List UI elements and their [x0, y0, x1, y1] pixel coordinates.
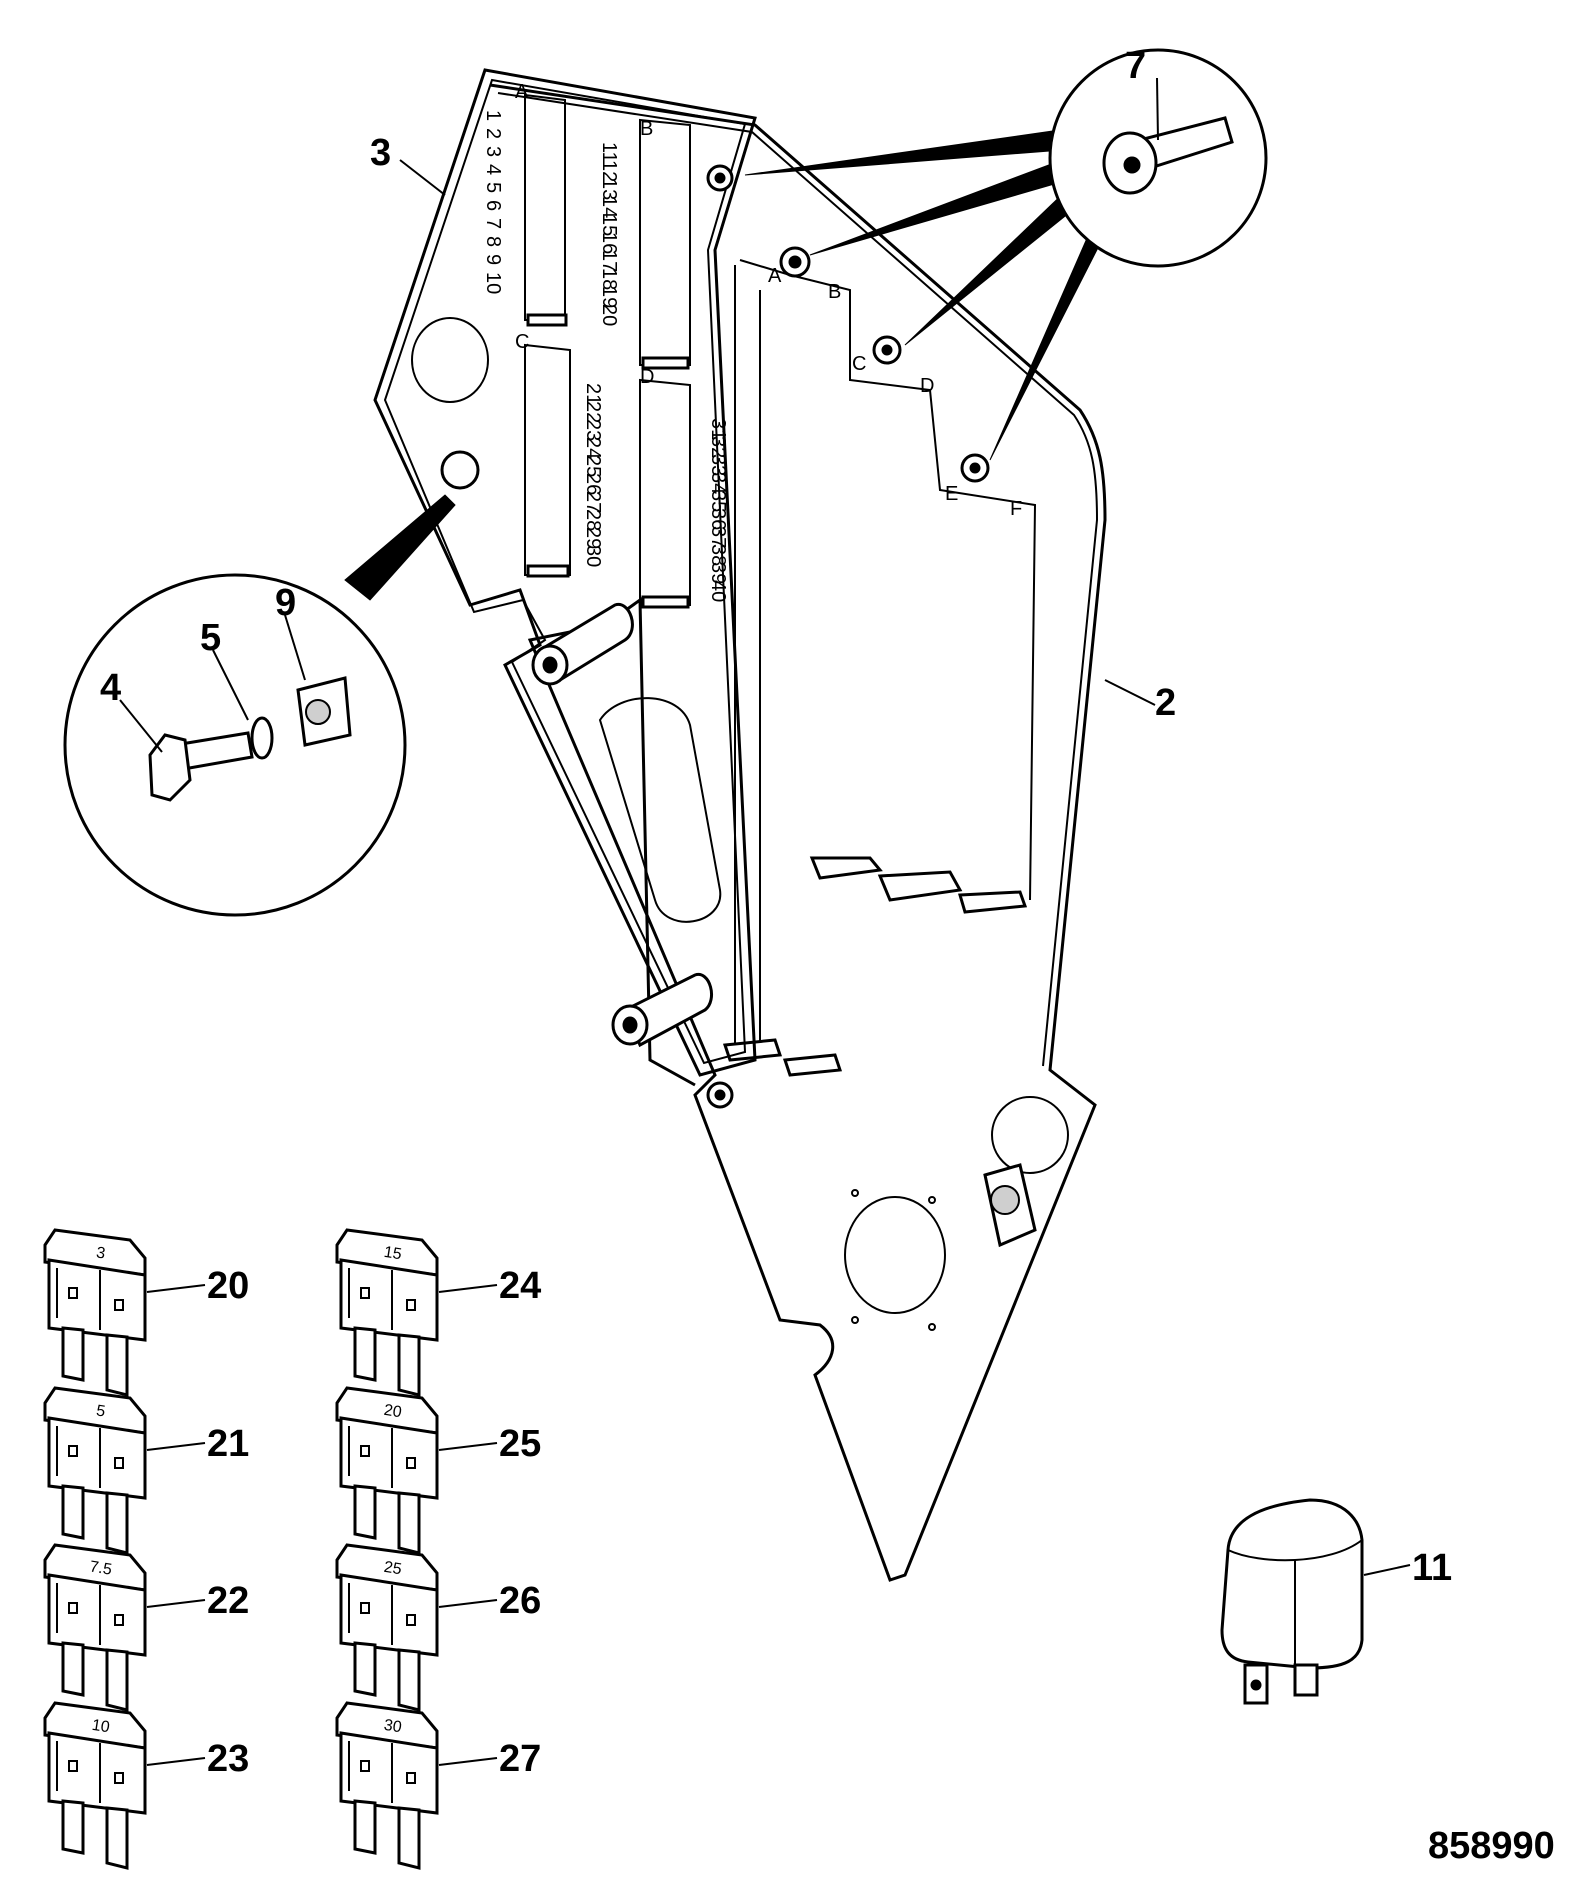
relay-mounting-nuts	[706, 164, 990, 483]
fuse-callout: 26	[499, 1580, 541, 1622]
blade-fuse: 3 20	[43, 1228, 249, 1397]
slot-number: 5	[482, 182, 504, 193]
slot-number: 2	[482, 128, 504, 139]
slot-number: 3	[482, 146, 504, 157]
fuse-rating-label: 5	[95, 1402, 107, 1420]
slot-number: 25	[582, 455, 604, 477]
relay	[1220, 1498, 1364, 1705]
block-label-d: D	[640, 366, 654, 388]
panel-label-c: C	[852, 353, 866, 375]
slot-number: 24	[582, 437, 604, 459]
slot-number: 17	[598, 250, 620, 272]
slot-number: 12	[598, 160, 620, 182]
block-label-c: C	[515, 331, 529, 353]
slot-number: 31	[707, 418, 729, 440]
fuse-rating-label: 20	[383, 1402, 403, 1422]
slot-number: 21	[582, 383, 604, 405]
blade-fuse: 30 27	[335, 1701, 541, 1870]
slot-number: 11	[598, 142, 620, 163]
slot-number: 32	[707, 436, 729, 458]
fuse-callout: 24	[499, 1265, 541, 1307]
slot-number: 34	[707, 472, 729, 494]
slot-number: 27	[582, 491, 604, 513]
fuse-rating-label: 7.5	[88, 1558, 113, 1578]
callout-7: 7	[1125, 45, 1146, 87]
block-label-a: A	[515, 81, 529, 103]
slot-number: 1	[482, 110, 504, 121]
fuse-rating-label: 30	[383, 1717, 403, 1737]
slot-number: 7	[482, 218, 504, 229]
slot-number: 23	[582, 419, 604, 441]
mounting-plate	[489, 83, 1107, 1582]
slot-number: 4	[482, 164, 504, 175]
callout-3: 3	[370, 132, 391, 174]
fuse-callout: 23	[207, 1738, 249, 1780]
slot-numbers-block-a: 1 2 3 4 5 6 7 8 9 10	[482, 110, 504, 294]
slot-number: 26	[582, 473, 604, 495]
panel-label-e: E	[945, 483, 958, 505]
slot-number: 33	[707, 454, 729, 476]
slot-number: 18	[598, 268, 620, 290]
panel-label-f: F	[1010, 498, 1022, 520]
slot-number: 10	[482, 272, 504, 294]
panel-label-b: B	[828, 281, 841, 303]
slot-number: 30	[582, 545, 604, 567]
slot-number: 15	[598, 214, 620, 236]
slot-number: 6	[482, 200, 504, 211]
slot-number: 37	[707, 526, 729, 548]
fuse-rating-label: 3	[95, 1244, 107, 1262]
panel-label-d: D	[920, 375, 934, 397]
callout-2: 2	[1155, 682, 1176, 724]
slot-number: 39	[707, 562, 729, 584]
callout-5: 5	[200, 617, 221, 659]
slot-number: 22	[582, 401, 604, 423]
slot-number: 36	[707, 508, 729, 530]
fuse-callout: 22	[207, 1580, 249, 1622]
callout-leaders	[119, 77, 1411, 1576]
slot-number: 8	[482, 236, 504, 247]
blade-fuse: 10 23	[43, 1701, 249, 1870]
fuse-rating-label: 25	[383, 1559, 403, 1579]
slot-number: 19	[598, 286, 620, 308]
slot-number: 29	[582, 527, 604, 549]
callout-4: 4	[100, 667, 121, 709]
panel-label-a: A	[768, 265, 782, 287]
fuse-rating-label: 15	[383, 1244, 403, 1264]
blade-fuse: 25 26	[335, 1543, 541, 1712]
blade-fuse: 5 21	[43, 1386, 249, 1555]
drawing-number: 858990	[1428, 1825, 1555, 1867]
block-label-b: B	[640, 118, 653, 140]
slot-number: 28	[582, 509, 604, 531]
callout-9: 9	[275, 582, 296, 624]
screw-detail-view	[744, 48, 1268, 461]
slot-number: 9	[482, 254, 504, 265]
slot-number: 14	[598, 196, 620, 218]
fuse-callout: 25	[499, 1423, 541, 1465]
slot-number: 20	[598, 304, 620, 326]
fuse-callout: 21	[207, 1423, 249, 1465]
bolt-detail-view	[63, 494, 456, 917]
slot-number: 35	[707, 490, 729, 512]
fuse-rating-label: 10	[91, 1717, 111, 1737]
slot-number: 16	[598, 232, 620, 254]
slot-number: 38	[707, 544, 729, 566]
blade-fuse: 7.5 22	[43, 1543, 249, 1712]
fuse-callout: 20	[207, 1265, 249, 1307]
callout-11: 11	[1412, 1547, 1452, 1589]
slot-number: 40	[707, 580, 729, 602]
fuse-callout: 27	[499, 1738, 541, 1780]
fuse-holder-board	[373, 68, 757, 1077]
slot-number: 13	[598, 178, 620, 200]
